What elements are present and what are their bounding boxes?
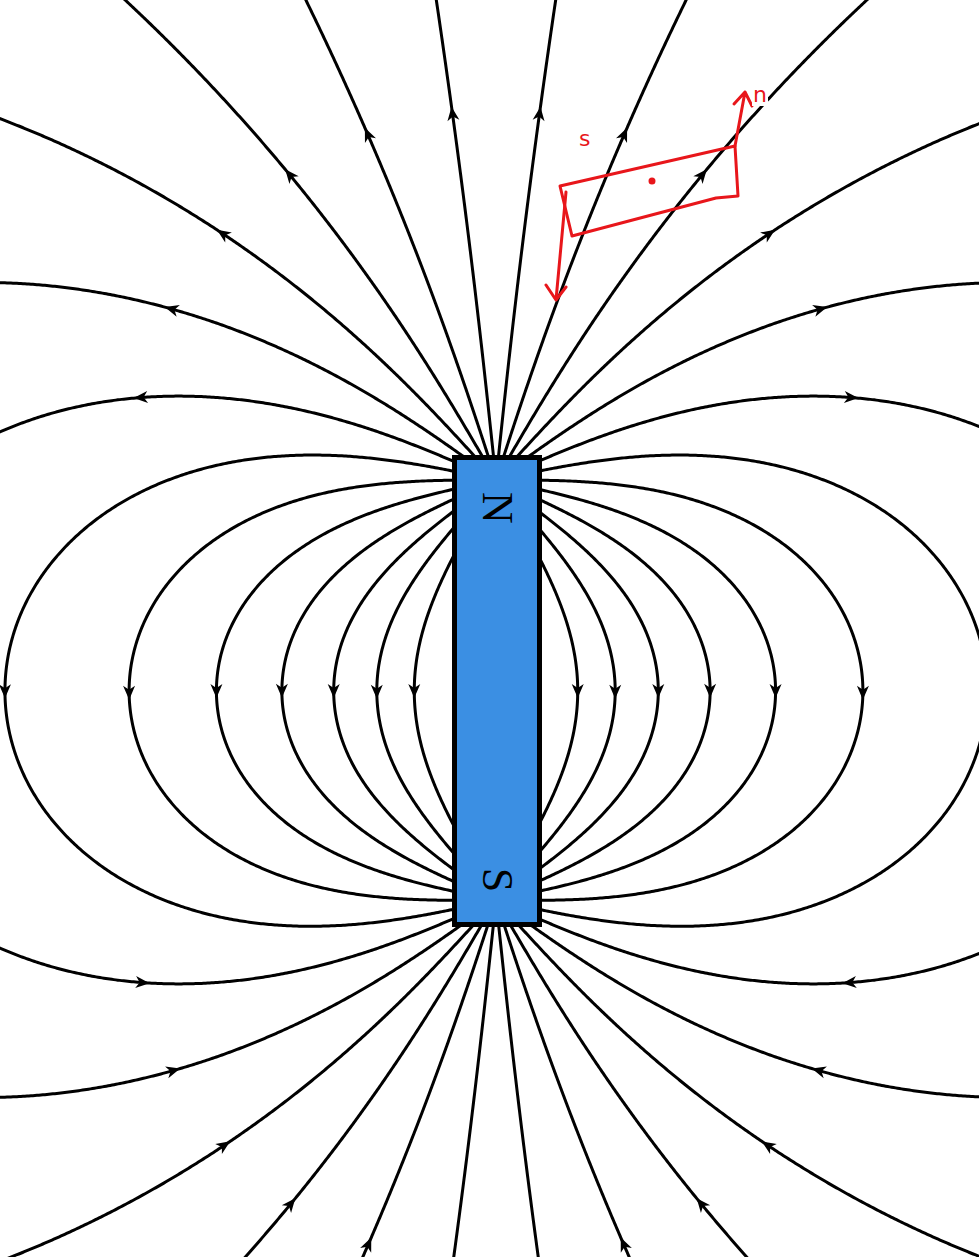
field-line (296, 0, 494, 472)
field-arrow (621, 1238, 632, 1253)
field-line (498, 0, 696, 472)
field-line (500, 0, 890, 473)
field-line (216, 482, 488, 899)
field-arrow (0, 684, 11, 698)
field-arrow (609, 685, 621, 699)
field-line (0, 906, 491, 1257)
field-line (5, 455, 488, 926)
field-arrow (693, 169, 707, 184)
field-arrow (217, 230, 232, 243)
field-arrow (760, 230, 775, 243)
field-line (226, 907, 492, 1257)
field-arrow (616, 128, 627, 143)
south-arrow (546, 192, 566, 300)
field-arrow (762, 1141, 777, 1154)
field-line (433, 0, 495, 472)
field-arrow (572, 684, 584, 698)
north-arrow (734, 92, 752, 146)
field-arrow (215, 1141, 230, 1154)
field-arrow (770, 684, 782, 698)
field-line (129, 480, 488, 900)
field-arrow (371, 685, 383, 699)
field-line (497, 908, 541, 1257)
field-line (504, 480, 863, 900)
bar-magnet: NS (452, 455, 542, 927)
field-line (102, 0, 492, 473)
field-arrow (328, 684, 340, 698)
field-line (504, 455, 979, 926)
field-arrow (365, 128, 376, 143)
field-arrow (285, 169, 299, 184)
field-line (501, 906, 979, 1257)
field-arrow (408, 684, 420, 698)
compass-outline (560, 146, 738, 236)
field-line (451, 908, 495, 1257)
pole-annotation: s (578, 128, 591, 150)
centre-dot (650, 179, 654, 183)
field-arrow (704, 684, 716, 698)
pole-annotation: n (752, 84, 768, 106)
field-arrow (842, 976, 856, 988)
field-arrow (533, 107, 545, 122)
field-line (0, 905, 490, 1098)
field-arrow (812, 1067, 827, 1079)
field-arrow (276, 684, 288, 698)
field-arrow (652, 684, 664, 698)
field-line (0, 111, 491, 474)
field-arrow (165, 305, 180, 317)
field-line (500, 907, 766, 1257)
field-arrow (134, 391, 148, 403)
pole-letter: S (457, 858, 537, 902)
field-line (0, 396, 489, 477)
field-arrow (697, 1198, 711, 1213)
field-arrow (812, 305, 827, 317)
field-arrow (857, 686, 869, 700)
pole-letter: N (457, 486, 537, 530)
field-line (504, 482, 776, 899)
field-arrow (165, 1067, 180, 1079)
field-arrow (844, 391, 858, 403)
field-arrow (135, 976, 149, 988)
field-arrow (210, 684, 222, 698)
field-line (0, 282, 490, 475)
field-line (501, 116, 979, 474)
field-line (498, 908, 638, 1257)
field-line (497, 0, 559, 472)
field-arrow (447, 107, 459, 122)
field-arrow (282, 1198, 296, 1213)
field-arrow (360, 1238, 371, 1253)
field-arrow (123, 686, 135, 700)
field-line (354, 908, 494, 1257)
field-line (0, 903, 489, 984)
